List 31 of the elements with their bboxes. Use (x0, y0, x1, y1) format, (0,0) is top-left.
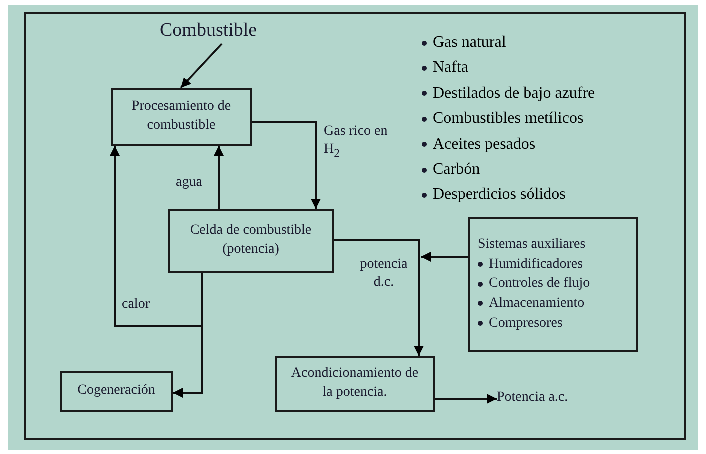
fuel-item: Nafta (433, 58, 469, 78)
arrow (252, 121, 321, 209)
fuel-item: Combustibles metílicos (433, 109, 584, 130)
list-item: Controles de flujo (489, 275, 590, 294)
process-box (468, 217, 638, 352)
box-heading: Sistemas auxiliares (478, 236, 586, 254)
list-item: Humidificadores (489, 256, 584, 274)
process-box: Acondicionamiento de la potencia. (275, 356, 435, 412)
output-text: Potencia a.c. (497, 390, 568, 407)
arrow (435, 394, 497, 404)
edge-label: Gas rico en H$_{2}$ (324, 123, 389, 162)
process-box: Cogeneración (60, 371, 173, 412)
list-item: Compresores (489, 314, 563, 333)
fuel-item: Aceites pesados (433, 134, 536, 155)
edge-label: calor (122, 296, 151, 314)
fuel-item: Desperdicios sólidos (433, 185, 566, 206)
fuel-item: Destilados de bajo azufre (433, 84, 596, 104)
list-item: Almacenamiento (489, 294, 585, 313)
arrow (180, 43, 223, 89)
arrow (110, 146, 203, 327)
arrow (421, 252, 468, 262)
process-box: Celda de combustible (potencia) (168, 209, 334, 273)
input-text: Combustible (160, 20, 258, 43)
arrow (173, 273, 203, 398)
arrow (334, 239, 424, 356)
edge-label: potencia d.c. (359, 256, 409, 292)
arrow (214, 146, 224, 209)
fuel-item: Gas natural (433, 33, 506, 53)
process-box: Procesamiento de combustible (111, 88, 252, 146)
edge-label: agua (176, 174, 204, 192)
fuel-item: Carbón (433, 160, 480, 180)
